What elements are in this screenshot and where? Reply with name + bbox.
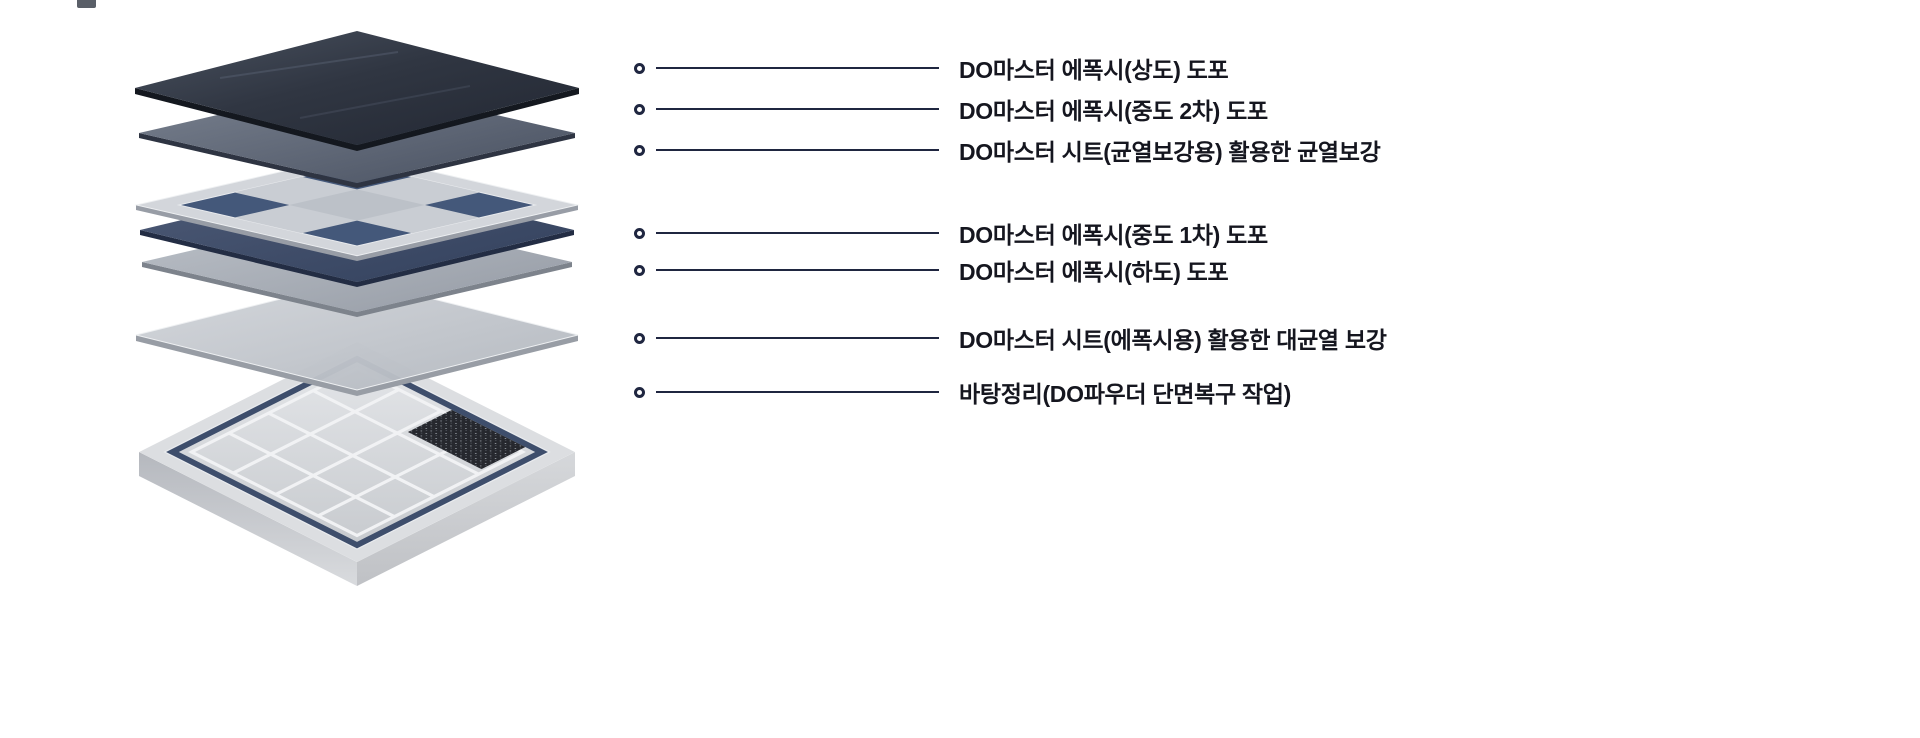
callout-leader-line xyxy=(656,149,939,151)
callout-leader-line xyxy=(656,269,939,271)
callout-label: DO마스터 에폭시(상도) 도포 xyxy=(959,57,1229,83)
layer-stack-diagram xyxy=(134,31,580,586)
callout-dot-icon xyxy=(634,386,645,398)
callout-label: DO마스터 에폭시(중도 1차) 도포 xyxy=(959,222,1268,248)
callout-leader-line xyxy=(656,232,939,234)
callout-row-epoxy-sheet: DO마스터 시트(에폭시용) 활용한 대균열 보강 xyxy=(634,323,1387,353)
callout-row-primer: DO마스터 에폭시(하도) 도포 xyxy=(634,255,1229,285)
callout-row-substrate: 바탕정리(DO파우더 단면복구 작업) xyxy=(634,377,1291,407)
callout-label: DO마스터 에폭시(중도 2차) 도포 xyxy=(959,98,1268,124)
layer-crack-reinforce-sheet xyxy=(134,153,580,261)
callout-dot-icon xyxy=(634,62,645,74)
callout-leader-line xyxy=(656,108,939,110)
layer-epoxy-sheet xyxy=(135,279,579,396)
layer-top-coat xyxy=(135,31,579,151)
repair-patch xyxy=(407,409,526,470)
callout-dot-icon xyxy=(634,264,645,276)
callout-row-crack-sheet: DO마스터 시트(균열보강용) 활용한 균열보강 xyxy=(634,135,1381,165)
callout-label: 바탕정리(DO파우더 단면복구 작업) xyxy=(959,381,1291,407)
callout-label: DO마스터 시트(균열보강용) 활용한 균열보강 xyxy=(959,139,1381,165)
callout-dot-icon xyxy=(634,103,645,115)
callout-leader-line xyxy=(656,337,939,339)
callout-dot-icon xyxy=(634,144,645,156)
callout-label: DO마스터 에폭시(하도) 도포 xyxy=(959,259,1229,285)
callout-leader-line xyxy=(656,391,939,393)
layer-substrate-base xyxy=(139,342,575,586)
callout-row-top-coat: DO마스터 에폭시(상도) 도포 xyxy=(634,53,1229,83)
callout-row-mid-coat-1: DO마스터 에폭시(중도 1차) 도포 xyxy=(634,218,1268,248)
callout-dot-icon xyxy=(634,227,645,239)
callout-leader-line xyxy=(656,67,939,69)
callout-dot-icon xyxy=(634,332,645,344)
callout-row-mid-coat-2: DO마스터 에폭시(중도 2차) 도포 xyxy=(634,94,1268,124)
corner-mark xyxy=(77,0,96,8)
callout-label: DO마스터 시트(에폭시용) 활용한 대균열 보강 xyxy=(959,327,1387,353)
